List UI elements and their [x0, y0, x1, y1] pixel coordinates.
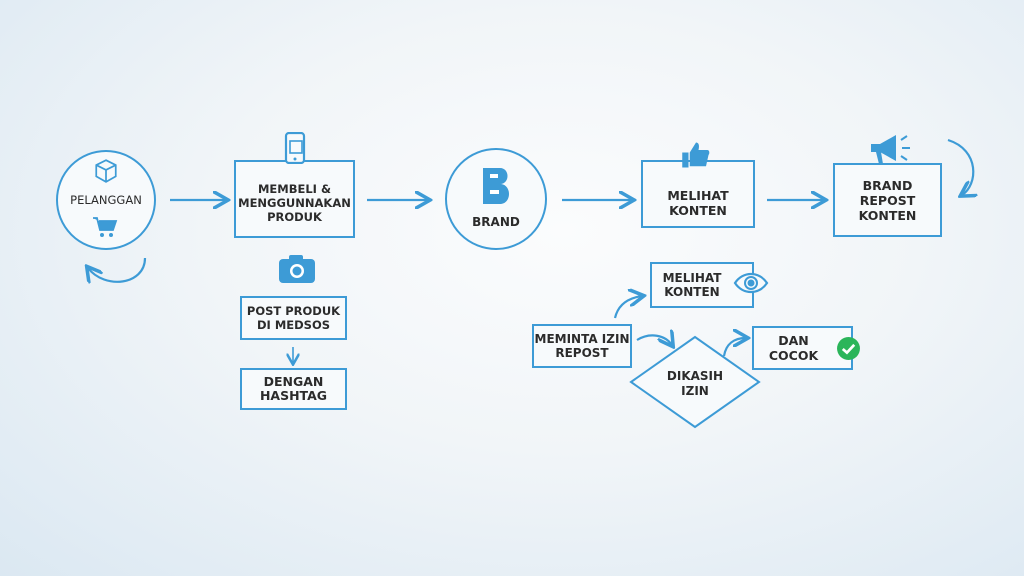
hashtag-node: DENGAN HASHTAG [240, 368, 347, 410]
cycle-arrow-customer [88, 257, 147, 282]
thumbs-up-icon [682, 142, 710, 168]
match-node: DAN COCOK [752, 326, 853, 370]
cart-icon [93, 217, 118, 237]
buy-use-node: MEMBELI & MENGGUNNAKAN PRODUK [234, 160, 355, 238]
camera-icon [279, 255, 315, 283]
customer-node [56, 150, 156, 250]
decision-diamond [629, 335, 761, 429]
arrow-diamond-to-match [722, 338, 746, 357]
post-node: POST PRODUK DI MEDSOS [240, 296, 347, 340]
megaphone-icon [871, 135, 910, 164]
eye-icon [733, 272, 769, 294]
view-content-node: MELIHAT KONTEN [641, 160, 755, 228]
arrow-ask-to-diamond [636, 335, 672, 345]
arrow-ask-to-view [613, 296, 642, 319]
cycle-arrow-repost [947, 138, 973, 195]
box-icon [95, 159, 117, 183]
brand-label: BRAND [472, 215, 520, 229]
ask-permission-node: MEMINTA IZIN REPOST [532, 324, 632, 368]
brand-logo [483, 168, 509, 204]
permission-given-label: DIKASIH IZIN [666, 369, 724, 398]
check-circle-icon [837, 337, 860, 360]
phone-icon [284, 132, 306, 164]
brand-repost-node: BRAND REPOST KONTEN [833, 163, 942, 237]
customer-label: PELANGGAN [70, 193, 142, 207]
